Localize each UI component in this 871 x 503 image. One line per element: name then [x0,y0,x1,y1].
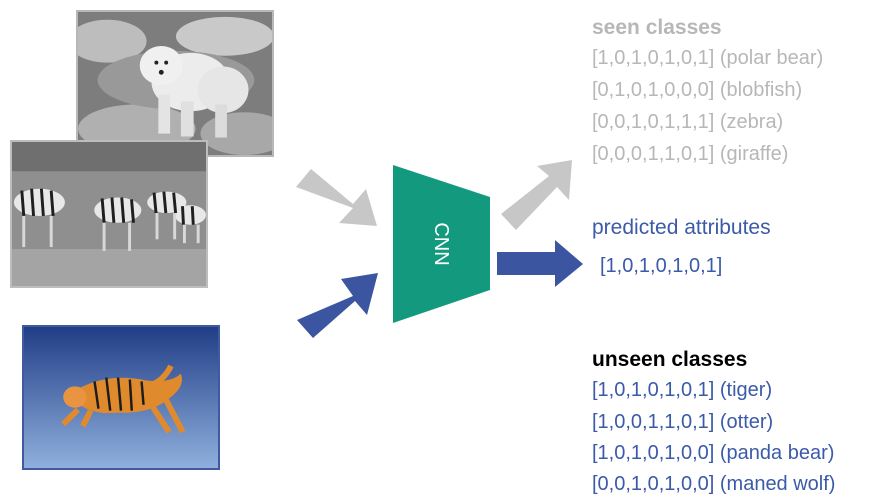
gray-arrow-in [296,169,377,226]
blue-arrow-out [497,240,583,287]
unseen-class-item: [1,0,1,0,1,0,1] (tiger) [592,379,773,401]
cnn-label: CNN [430,222,452,266]
seen-class-item: [0,0,1,0,1,1,1] (zebra) [592,111,784,133]
unseen-class-item: [1,0,0,1,1,0,1] (otter) [592,411,774,433]
tiger-photo [22,325,220,470]
predicted-attributes-value: [1,0,1,0,1,0,1] [600,255,723,277]
seen-class-item: [0,1,0,1,0,0,0] (blobfish) [592,79,803,101]
cnn-block [393,165,490,323]
predicted-attributes-heading: predicted attributes [592,216,771,239]
seen-class-item: [0,0,0,1,1,0,1] (giraffe) [592,143,789,165]
unseen-class-item: [1,0,1,0,1,0,0] (panda bear) [592,442,835,464]
seen-class-item: [1,0,1,0,1,0,1] (polar bear) [592,47,824,69]
polar-bear-photo [76,10,274,157]
zebras-photo [10,140,208,288]
unseen-classes-heading: unseen classes [592,348,748,371]
gray-arrow-out [501,160,572,230]
blue-arrow-in [297,273,378,338]
seen-classes-heading: seen classes [592,16,722,39]
unseen-class-item: [0,0,1,0,1,0,0] (maned wolf) [592,473,836,495]
